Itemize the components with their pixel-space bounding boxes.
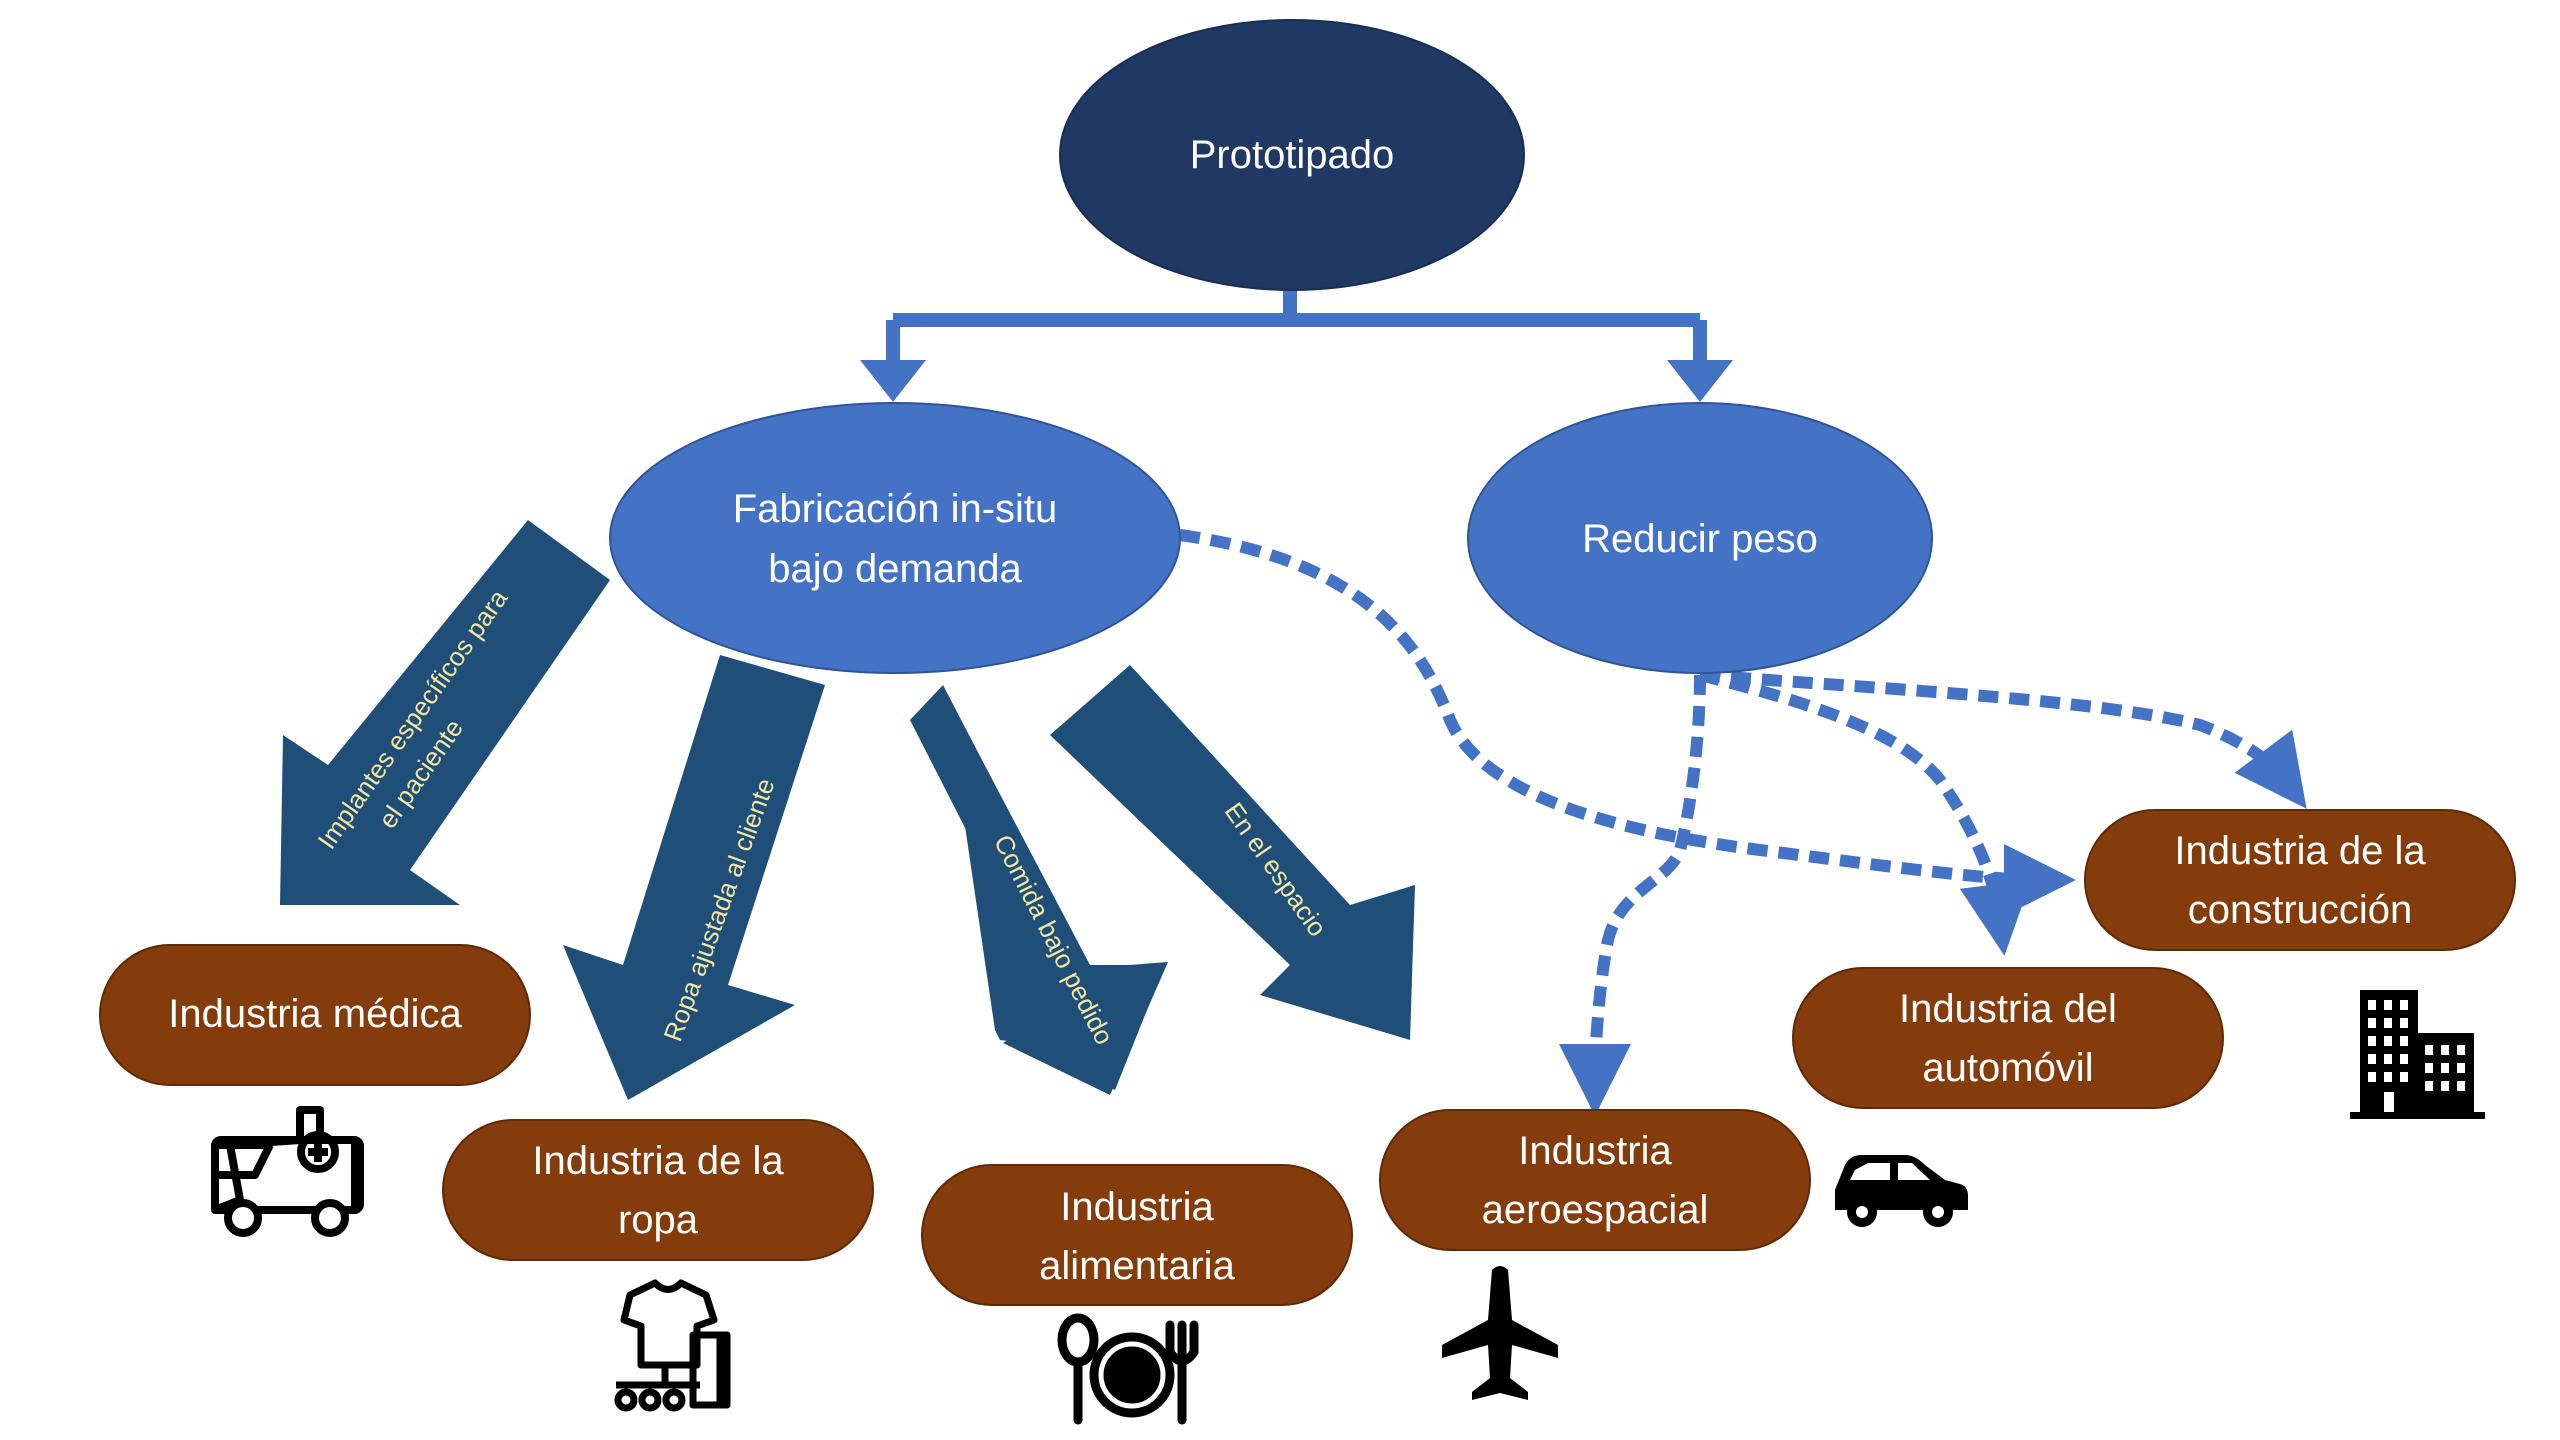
svg-text:Industria médica: Industria médica (168, 992, 462, 1036)
svg-text:Reducir peso: Reducir peso (1582, 517, 1818, 561)
svg-text:Industria del: Industria del (1899, 987, 2117, 1031)
node-industria-automovil: Industria del automóvil (1792, 967, 2224, 1109)
svg-text:alimentaria: alimentaria (1039, 1244, 1235, 1288)
svg-text:Fabricación in-situ: Fabricación in-situ (733, 487, 1058, 531)
svg-text:Industria: Industria (1518, 1129, 1672, 1173)
dashed-arrow-peso-to-construccion (1699, 669, 2307, 809)
tree-connector (860, 290, 1733, 402)
svg-text:construcción: construcción (2188, 888, 2413, 932)
svg-text:Industria de la: Industria de la (532, 1139, 784, 1183)
node-prototipado: Prototipado (1059, 19, 1525, 291)
block-arrow-ropa (563, 655, 825, 1100)
block-arrow-espacio (1050, 665, 1415, 1040)
svg-text:bajo demanda: bajo demanda (768, 547, 1022, 591)
svg-text:automóvil: automóvil (1922, 1046, 2093, 1090)
node-industria-medica: Industria médica (99, 944, 531, 1086)
node-reducir-peso: Reducir peso (1467, 402, 1933, 674)
block-arrow-comida-main (910, 685, 1168, 1095)
dashed-arrows (1179, 529, 2307, 1116)
clothing-rack-icon (614, 1279, 731, 1412)
svg-text:aeroespacial: aeroespacial (1482, 1188, 1709, 1232)
node-industria-alimentaria: Industria alimentaria (921, 1164, 1353, 1306)
airplane-icon (1442, 1266, 1558, 1400)
node-industria-ropa: Industria de la ropa (442, 1119, 874, 1261)
dashed-arrow-fab-to-construccion (1179, 529, 2076, 916)
dashed-arrow-peso-to-aero (1559, 674, 1706, 1116)
block-arrow-implantes (280, 520, 610, 905)
dashed-arrow-peso-to-auto (1698, 669, 2032, 956)
node-industria-construccion: Industria de la construcción (2084, 809, 2516, 951)
svg-text:Industria: Industria (1060, 1185, 1214, 1229)
ambulance-icon (211, 1106, 364, 1237)
svg-text:Industria de la: Industria de la (2174, 829, 2426, 873)
svg-text:Prototipado: Prototipado (1190, 133, 1395, 177)
node-fabricacion: Fabricación in-situ bajo demanda (609, 402, 1181, 674)
building-icon (2350, 990, 2485, 1119)
cutlery-plate-icon (1057, 1313, 1199, 1425)
svg-text:ropa: ropa (618, 1198, 699, 1242)
car-icon (1835, 1155, 1968, 1227)
node-industria-aeroespacial: Industria aeroespacial (1379, 1109, 1811, 1251)
